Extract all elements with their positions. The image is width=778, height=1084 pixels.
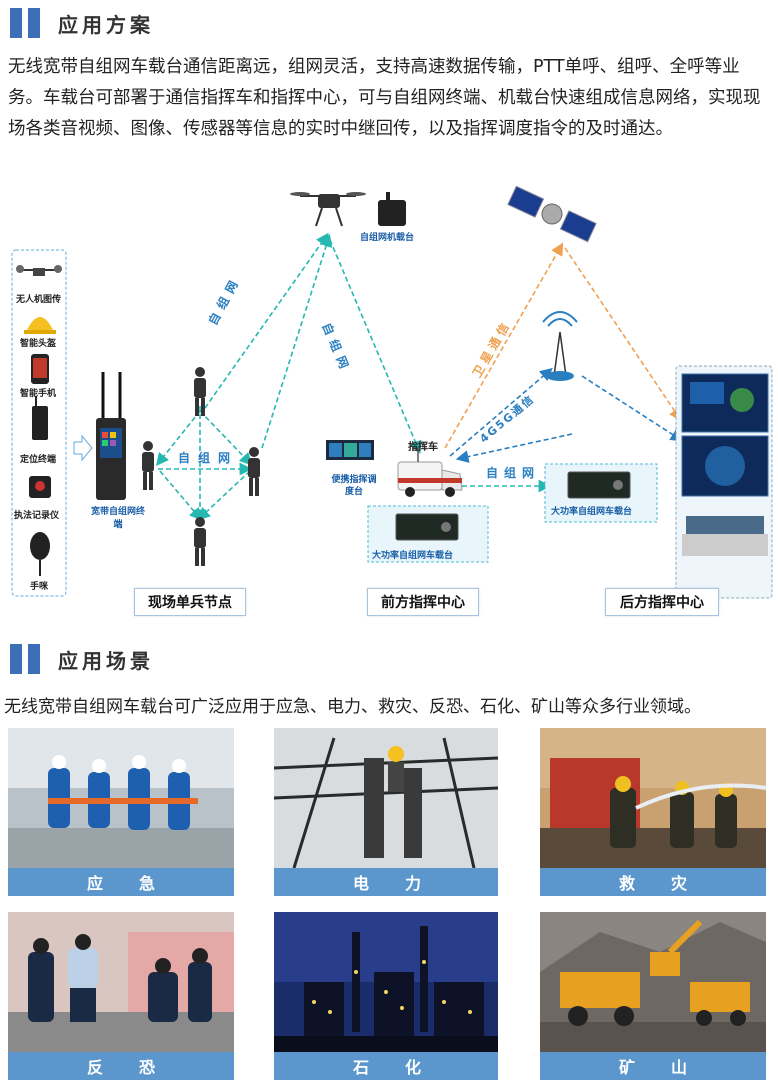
- scene-caption: 石化: [274, 1052, 498, 1080]
- diagram-lines: [11, 186, 773, 599]
- scene-card: 救灾: [540, 728, 766, 896]
- section-title: 应用场景: [58, 648, 154, 673]
- scene-antiterror-image: [8, 912, 234, 1052]
- scene-caption: 反恐: [8, 1052, 234, 1080]
- adhoc-link-label: 自组网: [178, 451, 239, 465]
- scene-card: 矿山: [540, 912, 766, 1080]
- terminal-device-icon: [96, 372, 126, 500]
- network-diagram: 无人机图传 智能头盔 智能手机 定位终端 执法记录仪 手咪 宽带自组网终端 自组…: [0, 186, 778, 622]
- device-label: 智能手机: [20, 389, 57, 399]
- command-screen-icon: [681, 373, 769, 556]
- airborne-station-icon: [378, 192, 406, 226]
- vehicle-station-label: 大功率自组网车载台: [372, 551, 454, 561]
- scene-power-image: [274, 728, 498, 868]
- person-icon: [142, 367, 260, 566]
- helmet-icon: [24, 317, 56, 334]
- scene-card: 应急: [8, 728, 234, 896]
- section-header-solution: 应用方案: [10, 6, 154, 40]
- bodycam-icon: [29, 476, 51, 498]
- header-bar-icon: [28, 8, 40, 38]
- zone-rear-command: 后方指挥中心: [605, 588, 719, 616]
- solution-paragraph: 无线宽带自组网车载台通信距离远，组网灵活，支持高速数据传输，PTT单呼、组呼、全…: [8, 57, 761, 139]
- scene-card: 反恐: [8, 912, 234, 1080]
- device-label: 定位终端: [20, 455, 57, 465]
- device-column-box: [11, 249, 67, 597]
- device-label: 无人机图传: [16, 295, 62, 305]
- scene-card: 石化: [274, 912, 498, 1080]
- scene-petrochemical-image: [274, 912, 498, 1052]
- scene-caption: 救灾: [540, 868, 766, 896]
- microphone-icon: [30, 532, 50, 576]
- scene-caption: 应急: [8, 868, 234, 896]
- drone-icon: [290, 192, 366, 227]
- scene-mining-image: [540, 912, 766, 1052]
- adhoc-link-label: 自组网: [486, 466, 541, 480]
- zone-field-node: 现场单兵节点: [134, 588, 246, 616]
- command-vehicle-label: 指挥车: [408, 442, 438, 453]
- scene-card: 电力: [274, 728, 498, 896]
- zone-front-command: 前方指挥中心: [367, 588, 479, 616]
- header-bar-icon: [10, 8, 22, 38]
- command-vehicle-icon: [397, 448, 463, 497]
- airborne-label: 自组网机载台: [360, 233, 415, 243]
- device-label: 手咪: [30, 582, 49, 592]
- section-header-scenarios: 应用场景: [10, 642, 154, 676]
- satellite-icon: [507, 186, 597, 243]
- header-bar-icon: [28, 644, 40, 674]
- portable-console-label: 便携指挥调度台: [331, 475, 377, 497]
- vehicle-station-front-icon: [395, 513, 459, 541]
- scene-caption: 电力: [274, 868, 498, 896]
- portable-console-icon: [326, 440, 374, 460]
- arrow-icon: [73, 434, 93, 462]
- device-label: 执法记录仪: [14, 511, 60, 521]
- terminal-label: 宽带自组网终端: [90, 507, 145, 530]
- vehicle-station-label: 大功率自组网车载台: [551, 507, 633, 517]
- phone-icon: [31, 354, 49, 384]
- scene-caption: 矿山: [540, 1052, 766, 1080]
- scene-rescue-image: [540, 728, 766, 868]
- cell-tower-icon: [542, 311, 578, 381]
- locator-icon: [32, 396, 48, 440]
- device-label: 智能头盔: [20, 339, 57, 349]
- scenario-paragraph: 无线宽带自组网车载台可广泛应用于应急、电力、救灾、反恐、石化、矿山等众多行业领域…: [4, 697, 701, 717]
- vehicle-station-rear-icon: [567, 471, 631, 499]
- scene-emergency-image: [8, 728, 234, 868]
- header-bar-icon: [10, 644, 22, 674]
- drone-small-icon: [16, 265, 62, 276]
- section-title: 应用方案: [58, 12, 154, 37]
